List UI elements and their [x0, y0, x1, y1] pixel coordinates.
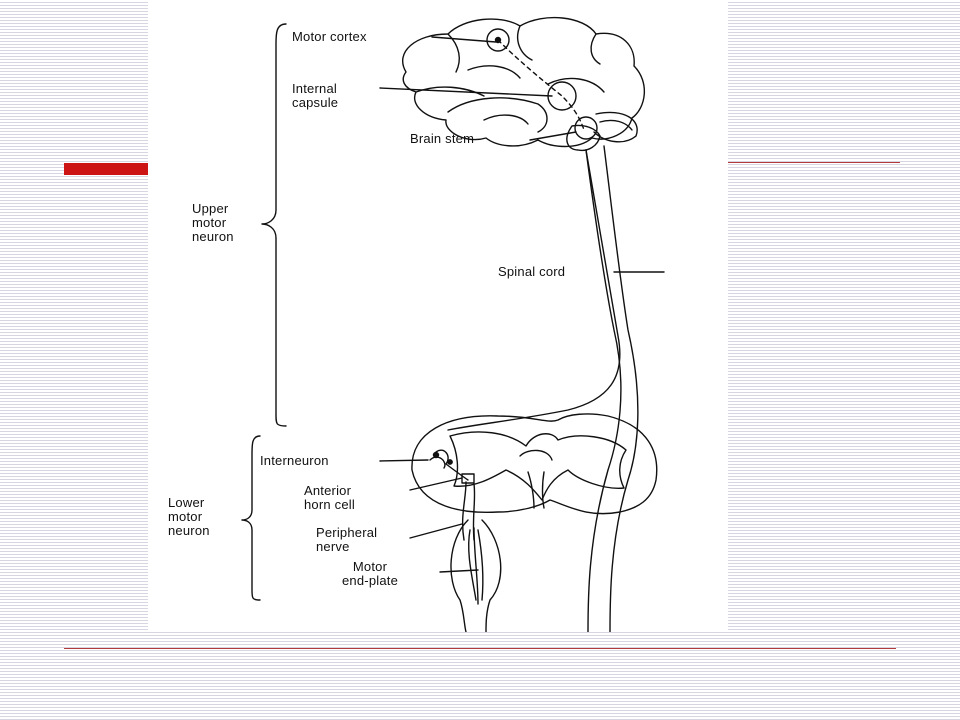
brain-sulcus	[447, 33, 460, 73]
pointer-motor-end-plate	[439, 569, 479, 573]
muscle	[481, 519, 502, 632]
motor-pathway-figure: Motor cortex Internal capsule Brain stem…	[148, 0, 728, 632]
spinal-cord-back	[603, 145, 639, 632]
label-upper-motor-neuron: Upper motor neuron	[192, 201, 234, 244]
pointer-motor-cortex	[431, 36, 497, 43]
brain-sulcus	[516, 25, 533, 61]
label-anterior-horn-cell: Anterior horn cell	[304, 483, 355, 512]
pointer-internal-capsule	[379, 87, 553, 97]
pointer-brain-stem	[529, 131, 577, 141]
pointer-interneuron	[379, 459, 429, 462]
label-brain-stem: Brain stem	[410, 131, 475, 146]
label-lower-motor-neuron: Lower motor neuron	[168, 495, 210, 538]
brain-cerebrum	[401, 16, 646, 148]
label-interneuron: Interneuron	[260, 453, 329, 468]
gray-matter	[449, 431, 627, 501]
label-motor-cortex: Motor cortex	[292, 29, 367, 44]
label-motor-end-plate: Motor end-plate	[342, 559, 399, 588]
brain-temporal-lobe	[483, 114, 529, 125]
brain-cerebellum	[599, 119, 633, 131]
brain-stem-marker	[574, 116, 598, 140]
title-accent-bar	[64, 163, 150, 175]
central-canal	[519, 449, 553, 461]
brain-sulcus	[590, 33, 601, 65]
pointer-anterior-horn	[409, 477, 463, 491]
anterior-horn-cell	[435, 449, 469, 481]
label-spinal-cord: Spinal cord	[498, 264, 566, 279]
label-internal-capsule: Internal capsule	[292, 81, 339, 110]
brain-stem	[566, 124, 601, 152]
brain-sulcus	[547, 77, 605, 93]
brain-sulcus	[467, 65, 521, 79]
brain-cerebellum	[593, 111, 638, 143]
peripheral-nerve	[461, 481, 467, 541]
upper-motor-axon	[447, 149, 621, 431]
spinal-cord-front	[585, 149, 622, 632]
motor-pathway-diagram	[241, 16, 665, 632]
muscle	[450, 519, 469, 632]
anterior-horn-box	[461, 473, 475, 484]
footer-rule	[64, 648, 896, 649]
pointer-peripheral-nerve	[409, 523, 463, 539]
label-peripheral-nerve: Peripheral nerve	[316, 525, 378, 554]
lower-neuron-brace	[241, 435, 261, 601]
motor-cortex-marker	[486, 28, 510, 52]
upper-neuron-brace	[261, 23, 287, 427]
title-rule	[728, 162, 900, 163]
brain-temporal-lobe	[447, 97, 548, 133]
spinal-cross-section	[411, 413, 658, 515]
